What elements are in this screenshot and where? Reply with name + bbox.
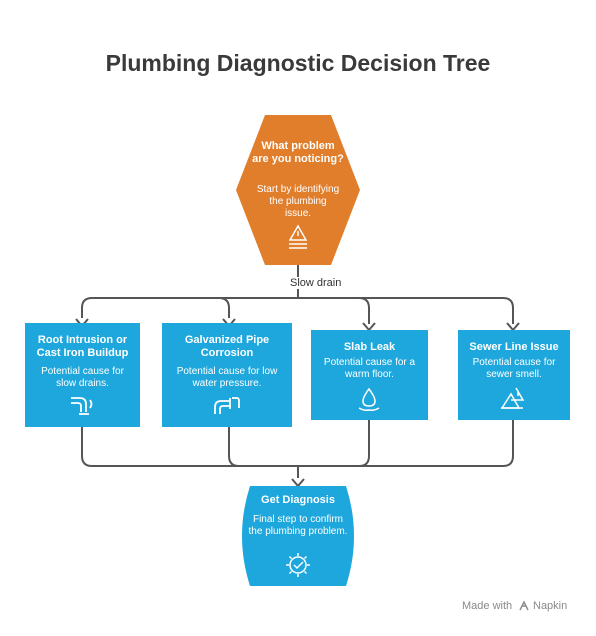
connectors	[75, 264, 520, 488]
connector-to-cause-1	[81, 297, 298, 318]
napkin-logo-icon	[519, 600, 529, 611]
made-with-napkin: Made with Napkin	[462, 600, 567, 612]
warning-water-icon	[288, 224, 308, 249]
connector-to-cause-4	[298, 297, 514, 324]
cause-4-description: Potential cause for sewer smell.	[472, 357, 556, 380]
gear-check-icon	[286, 553, 310, 577]
connector-from-cause-3	[298, 420, 370, 467]
connector-to-cause-3	[298, 297, 370, 324]
final-shape	[242, 486, 354, 586]
connector-from-cause-4	[298, 420, 514, 467]
connector-to-cause-2	[218, 297, 298, 318]
cause-1-description: Potential cause for slow drains.	[41, 366, 124, 389]
root-description: Start by identifying the plumbing issue.	[256, 184, 340, 219]
connector-from-cause-1	[81, 426, 298, 467]
page-title: Plumbing Diagnostic Decision Tree	[105, 50, 491, 76]
final-title: Get Diagnosis	[261, 494, 335, 506]
cause-box-4	[458, 330, 570, 420]
connector-from-cause-2	[228, 426, 298, 467]
made-with-label: Made with	[462, 600, 513, 612]
warning-tent-icon	[500, 387, 525, 409]
cause-4-title: Sewer Line Issue	[469, 341, 559, 353]
cause-1-title: Root Intrusion or Cast Iron Buildup	[36, 334, 129, 359]
edge-label-slow-drain: Slow drain	[288, 277, 344, 289]
cause-3-description: Potential cause for a warm floor.	[323, 357, 416, 380]
pipe-icon	[71, 397, 93, 415]
final-description: Final step to confirm the plumbing probl…	[248, 514, 348, 537]
cause-box-2	[162, 323, 292, 427]
cause-box-1	[25, 323, 140, 427]
water-drop-icon	[358, 387, 380, 411]
root-hexagon	[236, 115, 360, 265]
cause-2-title: Galvanized Pipe Corrosion	[184, 334, 270, 359]
pipe-elbow-icon	[214, 397, 240, 414]
cause-3-title: Slab Leak	[343, 341, 396, 353]
root-title: What problem are you noticing?	[252, 140, 344, 165]
napkin-label: Napkin	[533, 600, 568, 612]
cause-box-3	[311, 330, 428, 420]
cause-2-description: Potential cause for low water pressure.	[176, 366, 278, 389]
